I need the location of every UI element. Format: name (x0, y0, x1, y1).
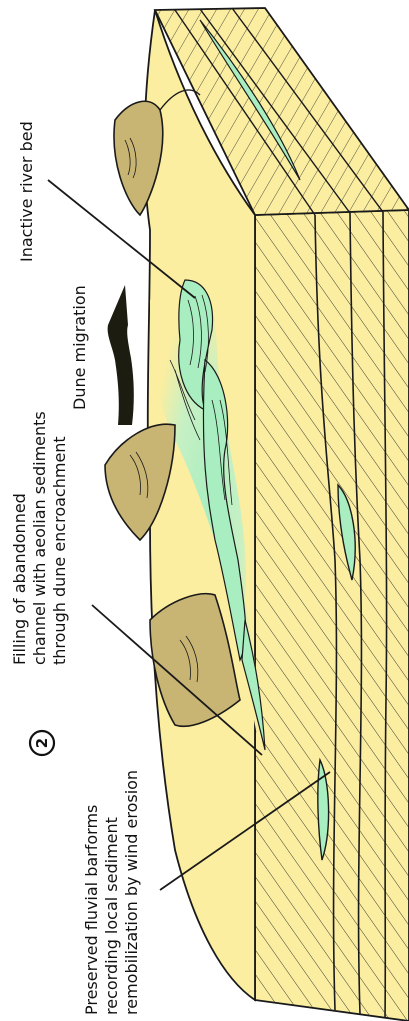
label-dune-migration: Dune migration (70, 285, 89, 410)
dune-migration-arrow (108, 285, 134, 425)
label-preserved-line-3: remobilization by wind erosion (122, 770, 141, 1015)
step-badge: 2 (30, 731, 54, 755)
step-badge-number: 2 (33, 738, 51, 748)
label-preserved-line-2: recording local sediment (102, 817, 121, 1015)
front-face (255, 210, 409, 1021)
label-filling-line-2: channel with aeolian sediments (30, 411, 49, 665)
label-filling-line-1: Filling of abandonned (10, 493, 29, 665)
label-preserved: Preserved fluvial barforms recording loc… (82, 770, 141, 1015)
label-filling: Filling of abandonned channel with aeoli… (10, 411, 69, 665)
label-filling-line-3: through dune encroachment (50, 436, 69, 665)
label-inactive-river-bed: Inactive river bed (17, 121, 36, 262)
label-preserved-line-1: Preserved fluvial barforms (82, 805, 101, 1015)
